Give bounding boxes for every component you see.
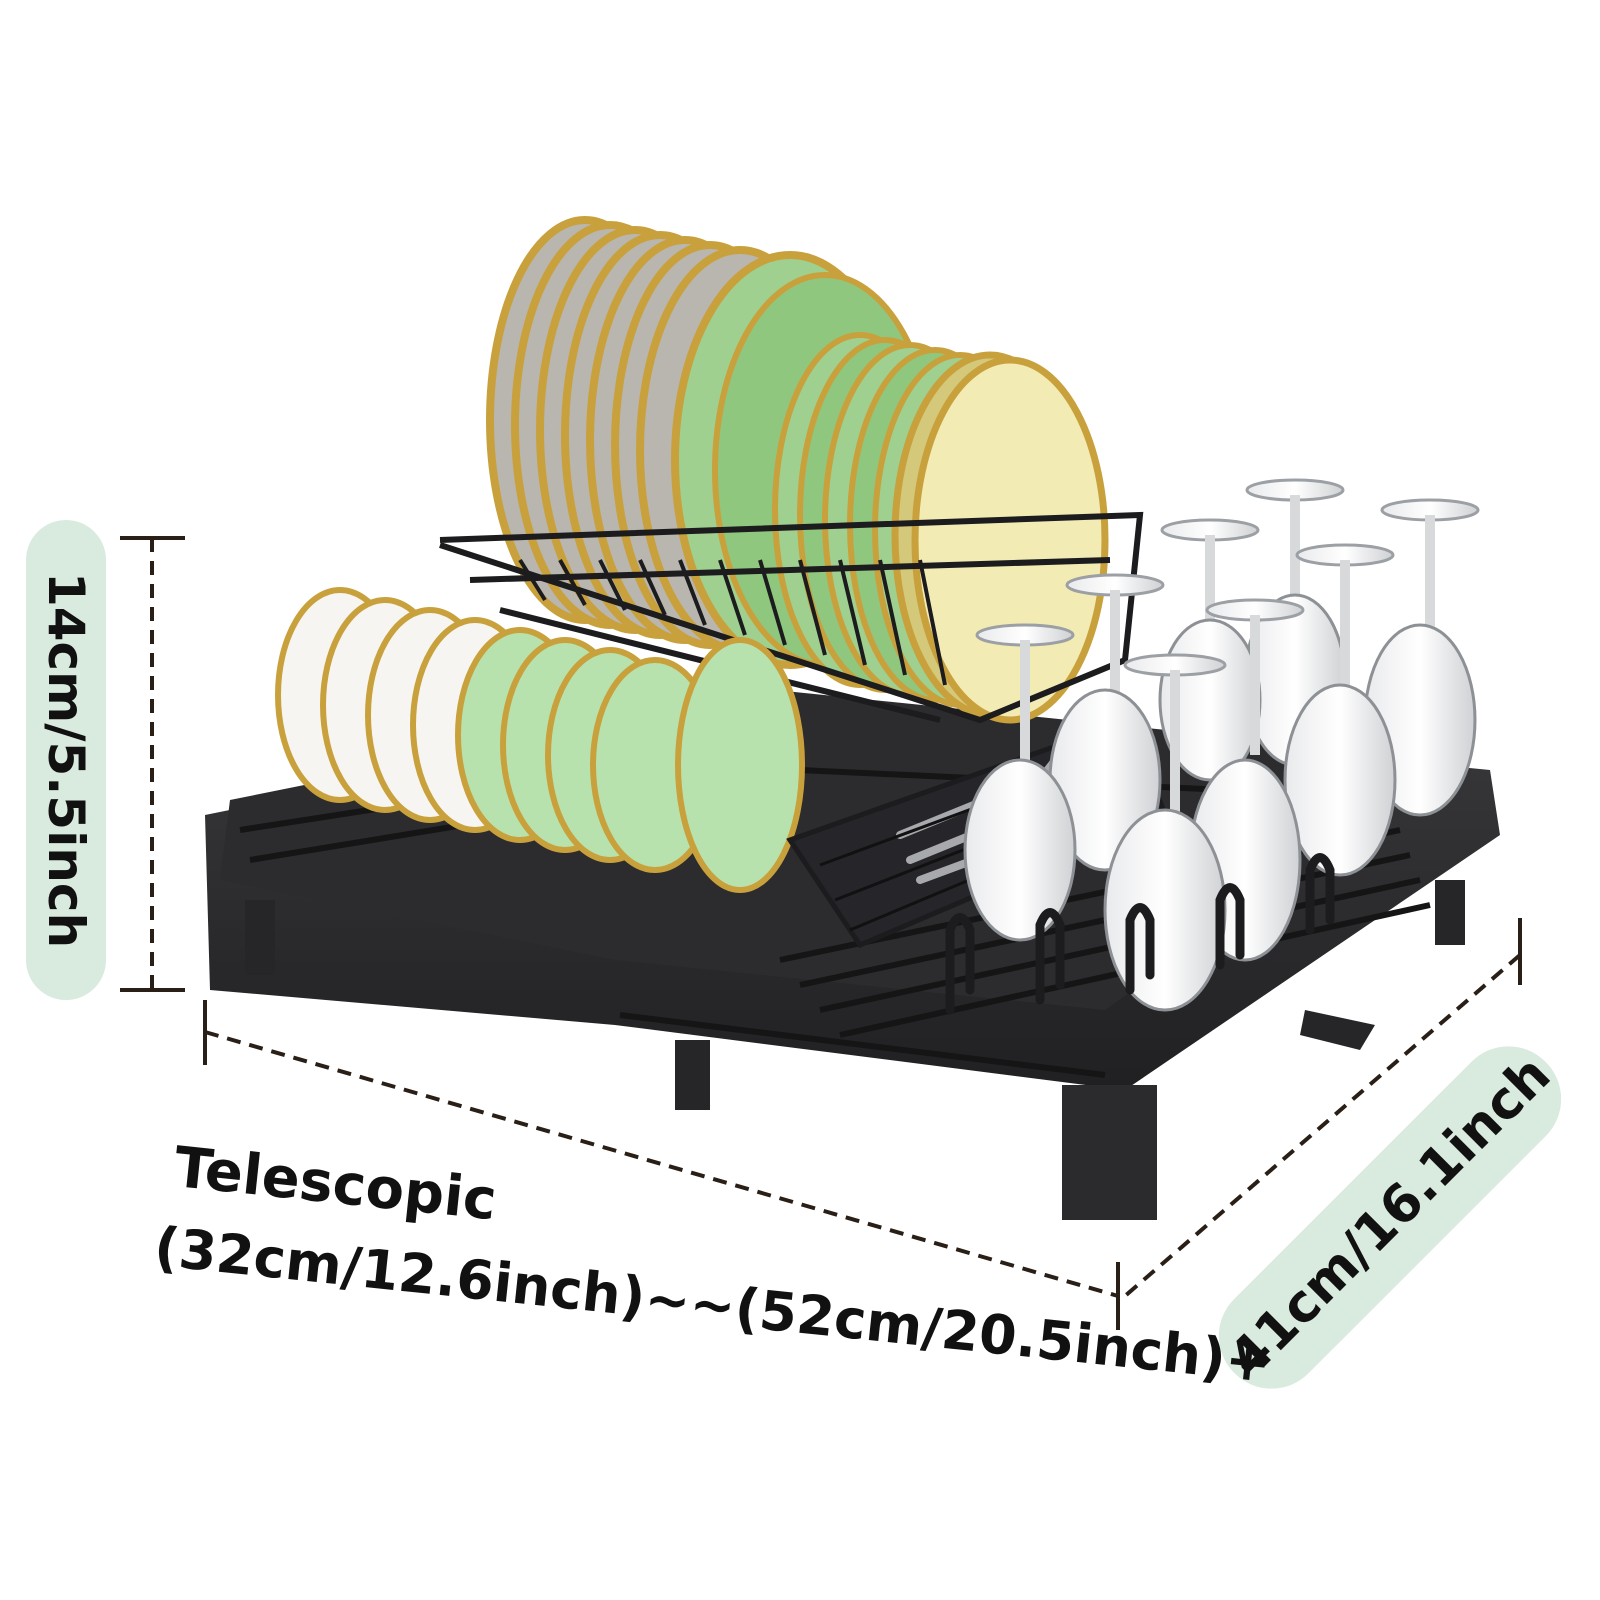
drain-spout-icon bbox=[1300, 1010, 1375, 1050]
rack-leg-icon bbox=[245, 900, 275, 975]
rack-leg-icon bbox=[675, 1040, 710, 1110]
rack-leg-icon bbox=[1062, 1085, 1157, 1220]
bowls bbox=[275, 587, 805, 893]
dimension-guides bbox=[120, 536, 1522, 1330]
height-label: 14cm/5.5inch bbox=[37, 571, 95, 949]
rack-leg-icon bbox=[1435, 880, 1465, 945]
height-label-pill bbox=[26, 520, 106, 1000]
wine-glasses bbox=[945, 478, 1480, 1015]
